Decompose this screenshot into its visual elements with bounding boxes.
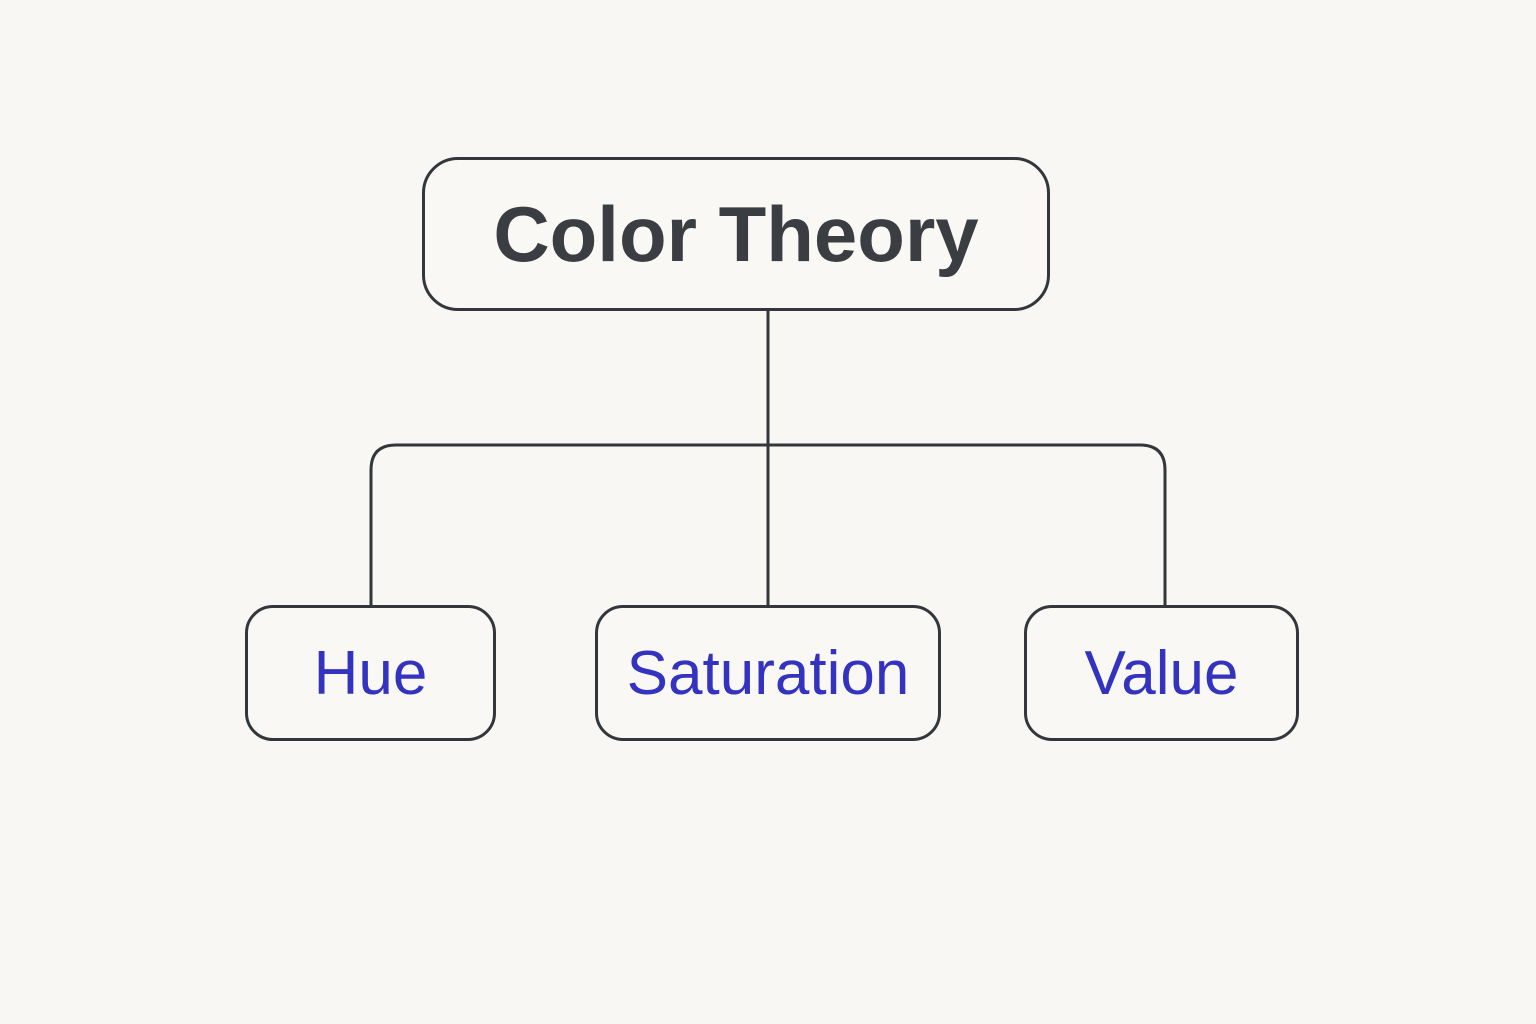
root-node-label: Color Theory bbox=[493, 189, 979, 278]
child-node-label: Hue bbox=[313, 638, 428, 708]
child-node-saturation: Saturation bbox=[595, 605, 941, 741]
child-node-value: Value bbox=[1024, 605, 1299, 741]
child-node-label: Value bbox=[1084, 638, 1239, 708]
child-node-hue: Hue bbox=[245, 605, 496, 741]
child-node-label: Saturation bbox=[626, 638, 910, 708]
root-node-color-theory: Color Theory bbox=[422, 157, 1050, 311]
